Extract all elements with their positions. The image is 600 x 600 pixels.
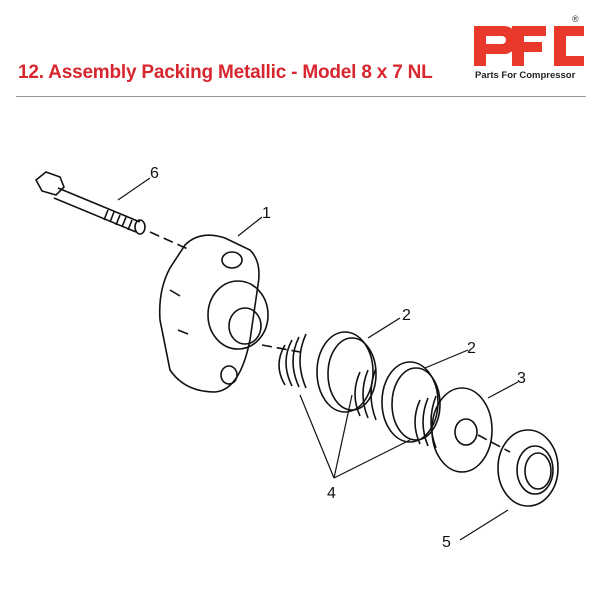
page-title: 12. Assembly Packing Metallic - Model 8 …: [18, 62, 433, 83]
bolt-part-6: [34, 171, 146, 235]
callout-5: 5: [442, 534, 451, 551]
callout-1: 1: [262, 205, 271, 222]
leader-lines: [117, 177, 519, 541]
packing-ring-part-3: [414, 387, 493, 473]
callout-2b: 2: [467, 340, 476, 357]
callout-6: 6: [150, 165, 159, 182]
callout-4: 4: [327, 485, 336, 502]
washer-part-5: [497, 429, 559, 507]
header-divider: [16, 96, 586, 97]
packing-rings-part-2: [278, 331, 441, 443]
callout-3: 3: [517, 370, 526, 387]
callout-2a: 2: [402, 307, 411, 324]
registered-mark: ®: [572, 14, 579, 24]
pfc-logo: [474, 26, 584, 66]
flange-part-1: [158, 234, 269, 393]
logo-tagline: Parts For Compressor: [475, 70, 576, 81]
